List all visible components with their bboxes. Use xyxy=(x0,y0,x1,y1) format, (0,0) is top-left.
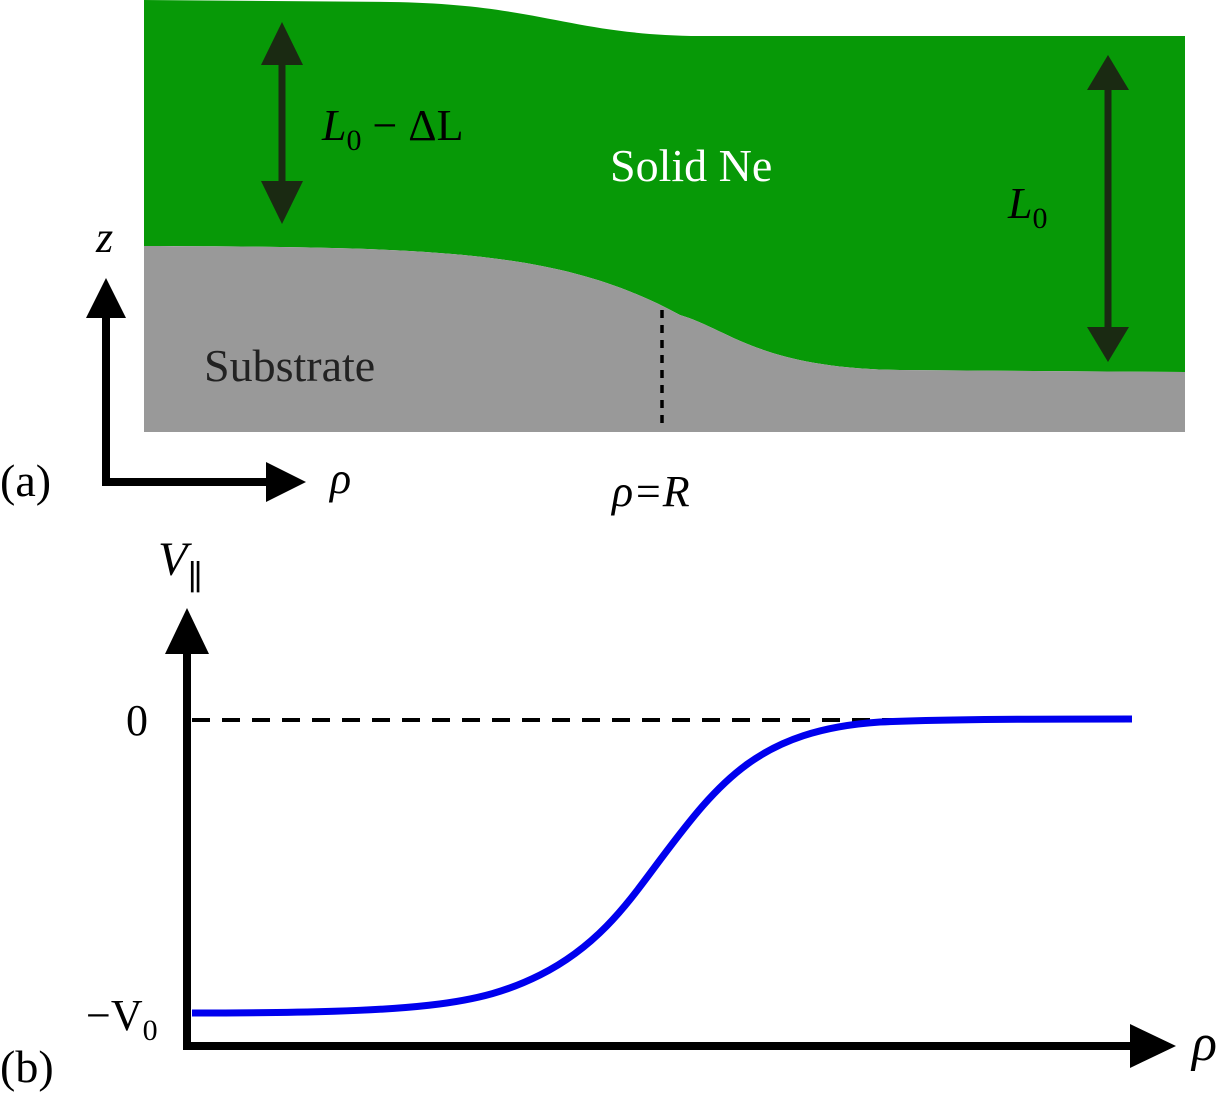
tick-zero-label: 0 xyxy=(126,696,148,745)
panel-a: L0 − ΔL Solid Ne L0 Substrate z ρ ρ=R (a… xyxy=(0,0,1185,516)
position-label: ρ=R xyxy=(610,467,690,516)
y-axis-arrowhead xyxy=(165,608,209,654)
potential-curve xyxy=(191,715,1133,1017)
panel-b-label: (b) xyxy=(0,1041,54,1092)
panel-b: V∥ 0 −V0 ρ (b) xyxy=(0,533,1217,1092)
x-axis-label: ρ xyxy=(1190,1015,1217,1072)
substrate-label: Substrate xyxy=(204,340,375,391)
y-axis-label: V∥ xyxy=(158,533,203,597)
tick-minus-v0-label: −V0 xyxy=(86,991,158,1047)
substrate-layer xyxy=(144,246,1185,432)
panel-a-label: (a) xyxy=(0,455,51,506)
solid-ne-label: Solid Ne xyxy=(610,140,772,191)
solid-ne-layer xyxy=(144,0,1185,372)
axis-rho-label: ρ xyxy=(328,454,351,503)
axis-z-label: z xyxy=(95,213,113,262)
thick-thickness-label: L0 xyxy=(1007,179,1047,235)
thin-thickness-arrow xyxy=(261,22,303,224)
coordinate-axes xyxy=(86,278,306,502)
thick-thickness-arrow xyxy=(1087,55,1129,362)
x-axis-arrowhead xyxy=(1130,1024,1176,1068)
thin-thickness-label: L0 − ΔL xyxy=(321,101,463,157)
